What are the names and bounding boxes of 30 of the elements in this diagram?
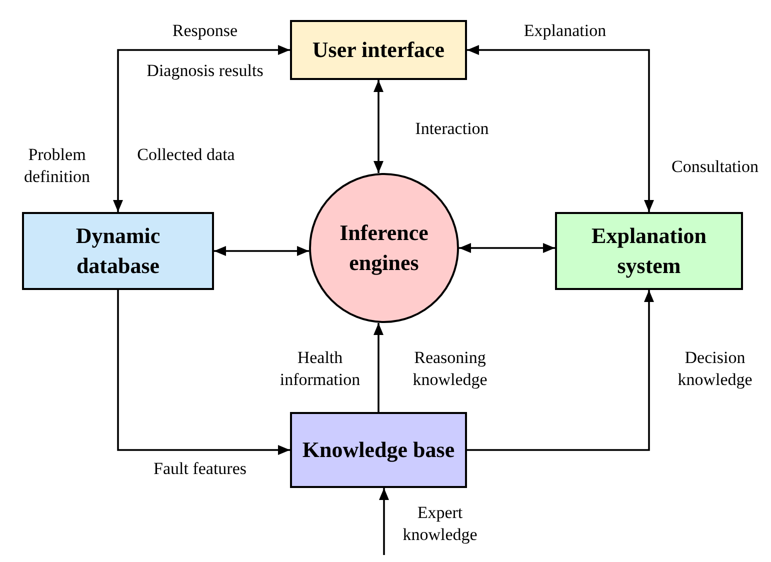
node-label: Dynamic database	[74, 222, 162, 280]
process-box	[555, 212, 743, 290]
node-label: Inference engines	[338, 219, 430, 277]
arrow	[214, 246, 309, 256]
arrow	[459, 243, 555, 253]
annotation-label: Reasoning knowledge	[412, 347, 488, 391]
arrow	[379, 488, 389, 555]
arrow	[467, 45, 654, 212]
node-label: Knowledge base	[302, 436, 455, 464]
arrow	[374, 80, 384, 173]
annotation-label: Interaction	[414, 118, 490, 140]
process-box	[290, 412, 467, 488]
node-label: User interface	[312, 36, 445, 64]
arrow	[374, 323, 384, 412]
annotation-label: Decision knowledge	[676, 347, 754, 391]
annotation-label: Explanation	[522, 20, 608, 42]
arrow	[113, 45, 290, 212]
annotation-label: Health information	[278, 347, 362, 391]
process-box	[22, 212, 214, 290]
annotation-label: Expert knowledge	[402, 502, 478, 546]
process-box	[290, 20, 467, 80]
annotation-label: Consultation	[670, 156, 760, 178]
annotation-label: Diagnosis results	[146, 60, 264, 82]
annotation-label: Fault features	[152, 458, 248, 480]
node-label: Explanation system	[590, 222, 708, 280]
annotation-label: Problem definition	[22, 144, 92, 188]
annotation-label: Collected data	[136, 144, 236, 166]
arrow	[117, 290, 290, 455]
arrow	[467, 290, 654, 451]
annotation-label: Response	[171, 20, 239, 42]
